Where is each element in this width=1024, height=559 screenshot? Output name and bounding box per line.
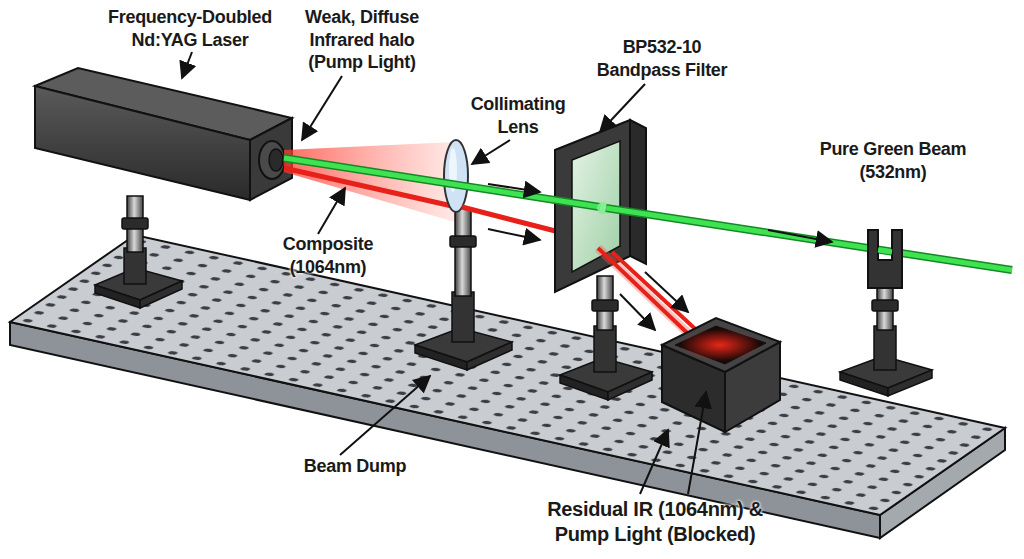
callout-label: Residual IR (1064nm) & Pump Light (Block…	[543, 497, 768, 547]
laser-body	[35, 86, 250, 200]
green-beam	[878, 250, 892, 252]
leader-line	[318, 188, 345, 234]
callout-label: Composite (1064nm)	[271, 233, 386, 278]
post-collar	[122, 218, 148, 229]
post-collar	[450, 236, 476, 247]
callout-label: BP532-10 Bandpass Filter	[590, 36, 735, 81]
beam-dump-opening	[675, 326, 766, 364]
callout-label: Pure Green Beam (532nm)	[808, 138, 978, 183]
post-base-edge	[95, 285, 140, 308]
direction-arrow	[768, 230, 832, 242]
beam-dump-rim	[662, 318, 780, 372]
post-holder	[452, 292, 474, 342]
leader-line	[340, 376, 430, 455]
leader-line	[688, 392, 706, 494]
laser-aperture	[259, 141, 285, 179]
leader-line	[600, 84, 645, 132]
direction-arrow	[645, 272, 688, 312]
beam-dump-glow	[680, 329, 760, 361]
direction-arrow	[620, 294, 655, 330]
green-beam	[284, 158, 600, 207]
green-beam-outline	[606, 208, 1012, 270]
post-base-edge	[840, 372, 888, 396]
green-beam	[606, 208, 1012, 270]
post	[455, 208, 471, 296]
post-base-edge	[608, 372, 652, 400]
post-holder	[874, 326, 896, 370]
post-base-edge	[415, 345, 467, 370]
callout-label: Collimating Lens	[461, 93, 576, 138]
leader-line	[182, 52, 192, 78]
callout-label: Beam Dump	[285, 455, 425, 478]
fork-holder	[868, 230, 902, 288]
post-collar	[872, 300, 898, 311]
breadboard-top	[10, 235, 1005, 515]
collimating-lens	[444, 140, 468, 212]
filter-edge	[630, 120, 646, 264]
post-base-edge	[560, 375, 608, 400]
leader-line	[302, 76, 342, 140]
direction-arrow	[488, 184, 540, 192]
post-base-edge	[888, 370, 932, 396]
green-beam-outline	[284, 158, 600, 207]
callout-label: Frequency-Doubled Nd:YAG Laser	[100, 6, 280, 51]
post-holder	[594, 326, 616, 372]
post-collar	[592, 300, 618, 311]
direction-arrow	[488, 229, 540, 240]
callout-label: Weak, Diffuse Infrared halo (Pump Light)	[295, 6, 430, 74]
post-base-edge	[467, 342, 512, 370]
post-holder	[124, 248, 146, 284]
leader-line	[640, 430, 668, 494]
laser-aperture-inner	[269, 149, 283, 171]
post-base-edge	[140, 281, 182, 308]
leader-line	[472, 140, 510, 164]
